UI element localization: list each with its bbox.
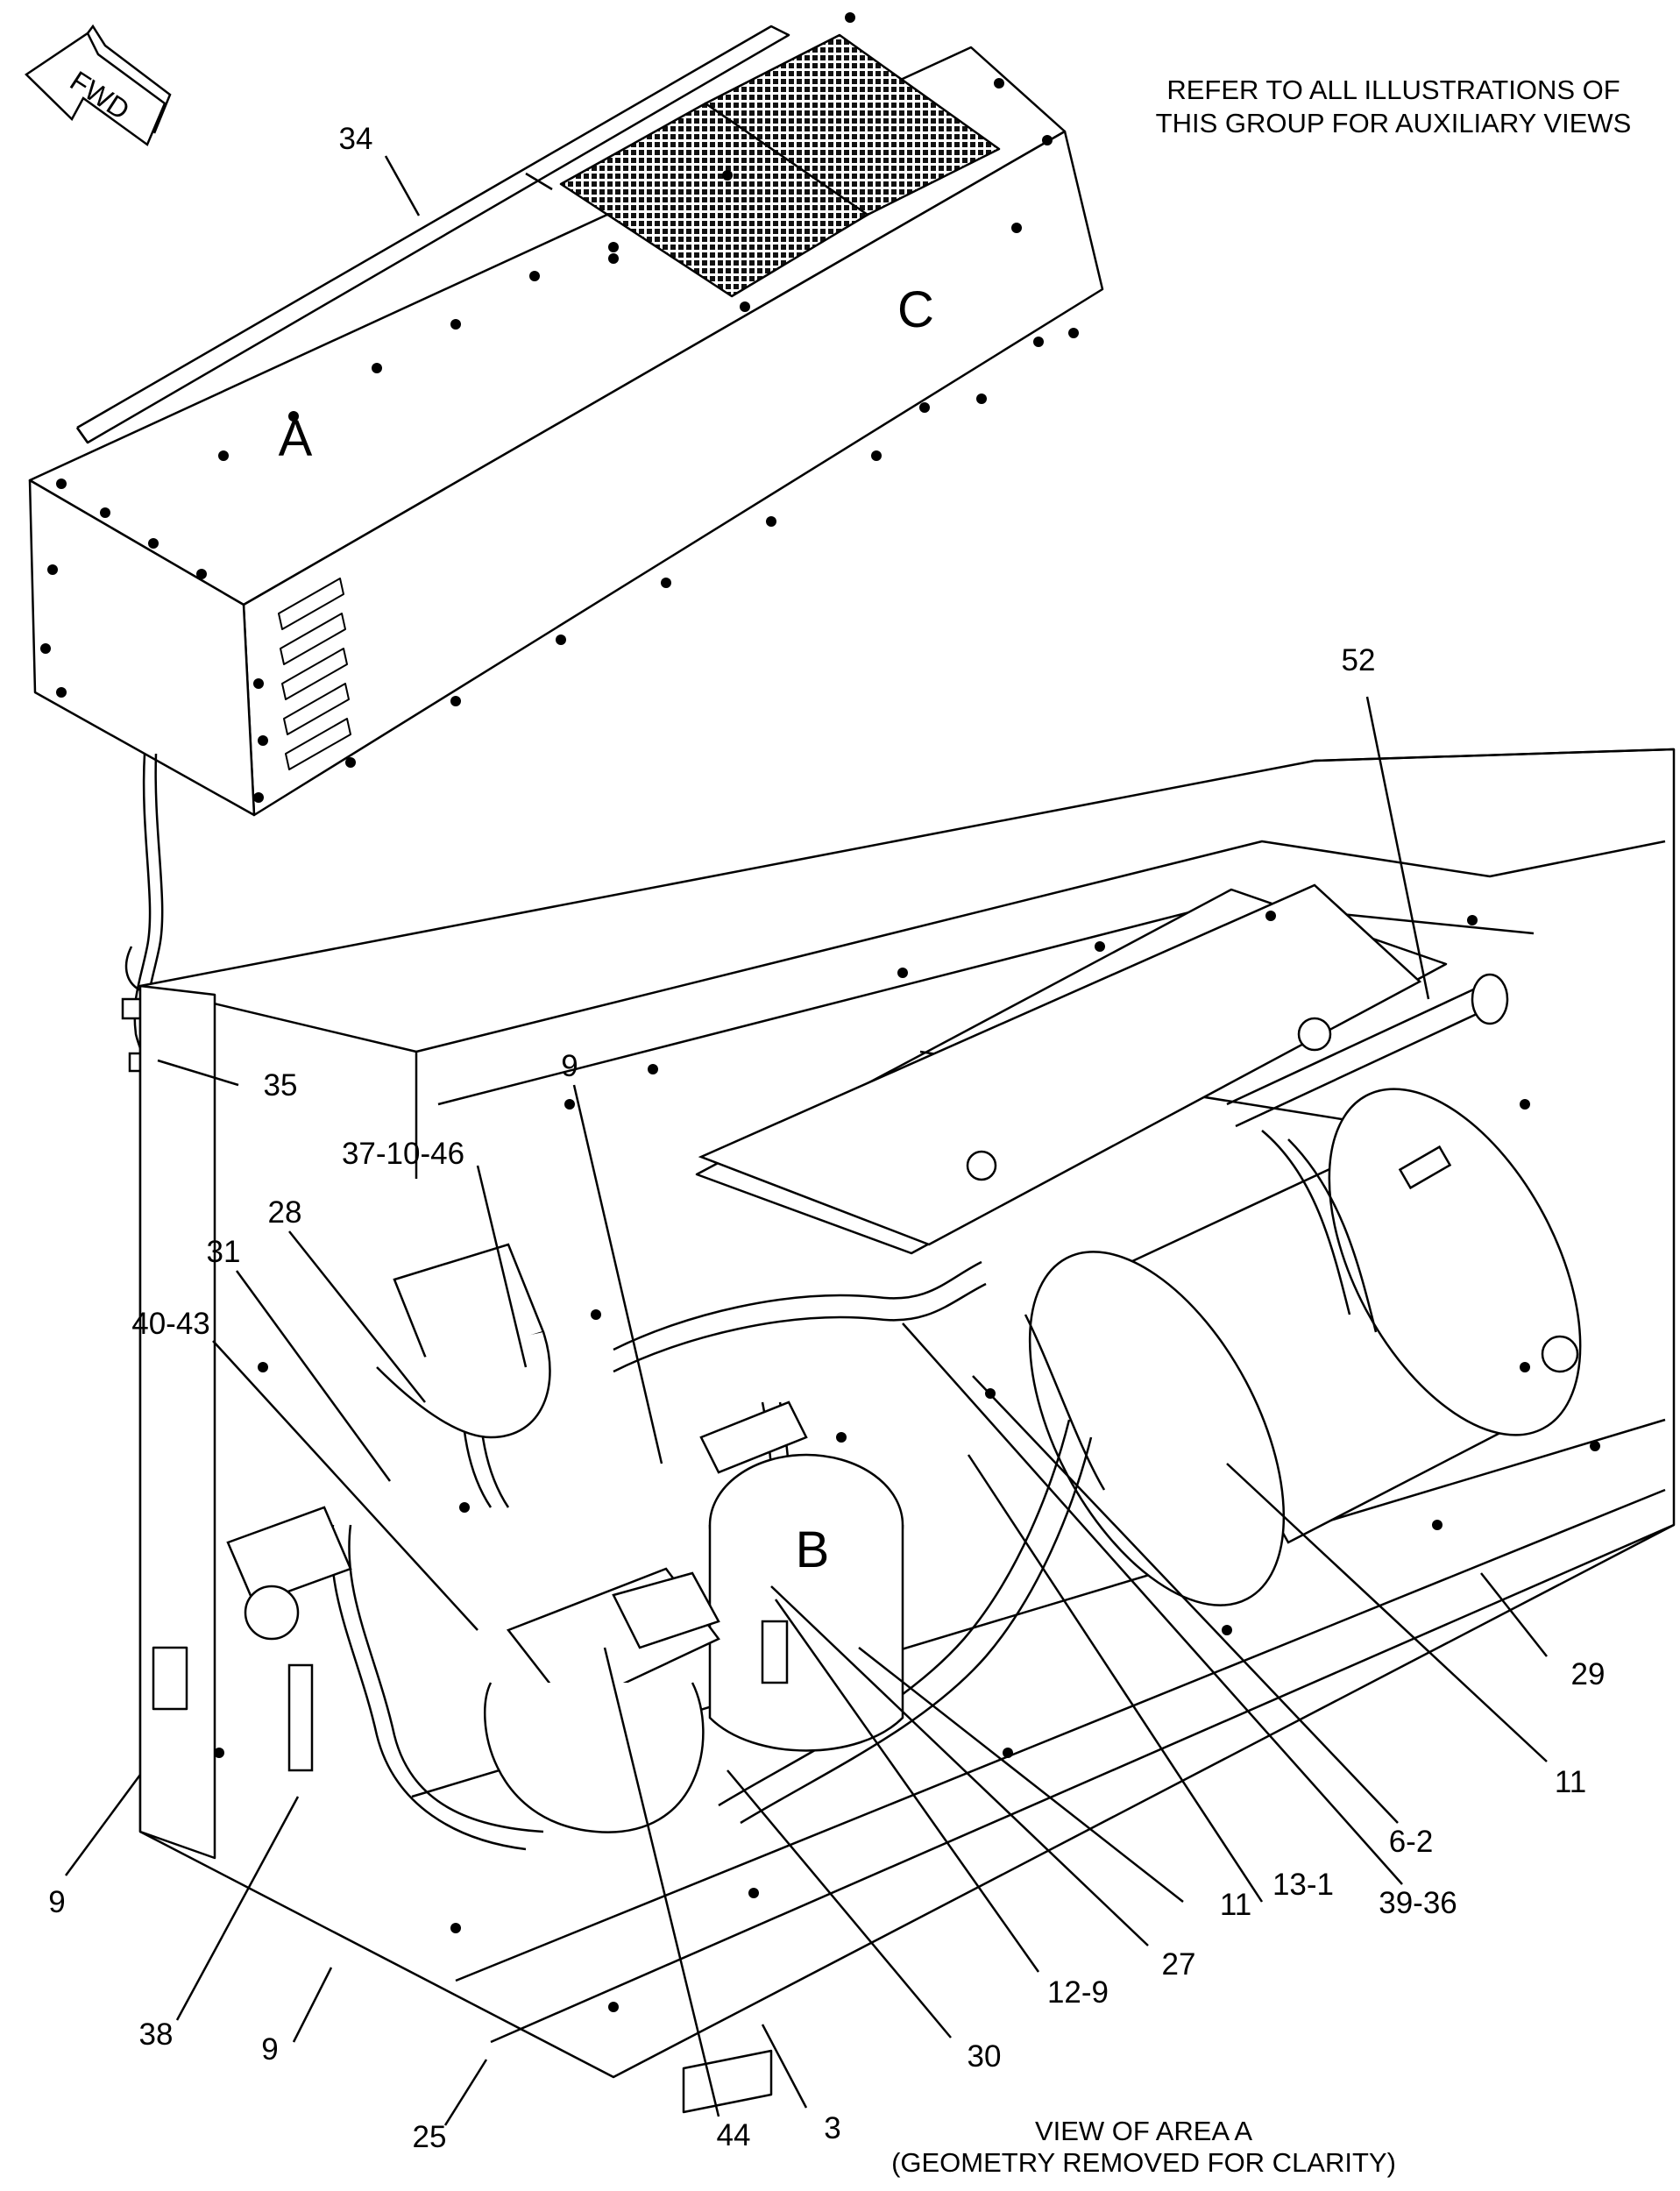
callout-28: 28 (268, 1195, 302, 1230)
component-block (485, 1402, 903, 1833)
callout-40-43: 40-43 (131, 1307, 210, 1341)
refer-note-line-1: REFER TO ALL ILLUSTRATIONS OF (1166, 74, 1620, 105)
callout-11-right: 11 (1555, 1765, 1586, 1799)
refer-note-line-2: THIS GROUP FOR AUXILIARY VIEWS (1155, 108, 1632, 138)
callout-13-1: 13-1 (1272, 1868, 1334, 1902)
refer-note: REFER TO ALL ILLUSTRATIONS OF THIS GROUP… (1131, 74, 1656, 140)
callout-3: 3 (824, 2111, 840, 2145)
drain-tube (1227, 975, 1507, 1126)
callout-leaders (66, 156, 1547, 2125)
pressure-switch-cluster (228, 1244, 550, 1770)
area-letter-b: B (796, 1521, 830, 1578)
callout-35: 35 (264, 1068, 298, 1103)
callout-27: 27 (1162, 1947, 1196, 1982)
view-caption: VIEW OF AREA A (GEOMETRY REMOVED FOR CLA… (859, 2116, 1428, 2179)
callout-6-2: 6-2 (1389, 1825, 1434, 1859)
callout-44: 44 (717, 2118, 751, 2152)
area-letter-a: A (279, 410, 313, 467)
callout-25: 25 (413, 2120, 447, 2154)
callout-37-10-46: 37-10-46 (342, 1137, 464, 1171)
view-caption-line-1: VIEW OF AREA A (1034, 2116, 1253, 2146)
lower-fasteners (214, 911, 1600, 2012)
callout-9-bottom: 9 (261, 2032, 278, 2067)
callout-52: 52 (1342, 643, 1376, 677)
fwd-arrow-icon: FWD (26, 26, 170, 145)
cab-housing-cover (30, 12, 1102, 815)
callout-38: 38 (139, 2017, 174, 2052)
callout-31: 31 (207, 1235, 241, 1269)
callout-30: 30 (968, 2039, 1002, 2074)
callout-9-left: 9 (48, 1885, 65, 1919)
callout-39-36: 39-36 (1379, 1886, 1457, 1920)
callout-12-9: 12-9 (1047, 1975, 1109, 2010)
callout-34: 34 (339, 122, 373, 156)
heater-core (701, 885, 1420, 1244)
callout-9-top: 9 (561, 1049, 578, 1083)
callout-11-mid: 11 (1220, 1888, 1251, 1922)
callout-29: 29 (1571, 1657, 1606, 1691)
callout-labels: 34 35 52 9 37-10-46 28 31 40-43 29 11 6-… (48, 122, 1605, 2154)
area-letter-c: C (897, 281, 934, 338)
blower-motor-assembly (977, 1048, 1632, 1646)
view-caption-line-2: (GEOMETRY REMOVED FOR CLARITY) (891, 2147, 1396, 2178)
